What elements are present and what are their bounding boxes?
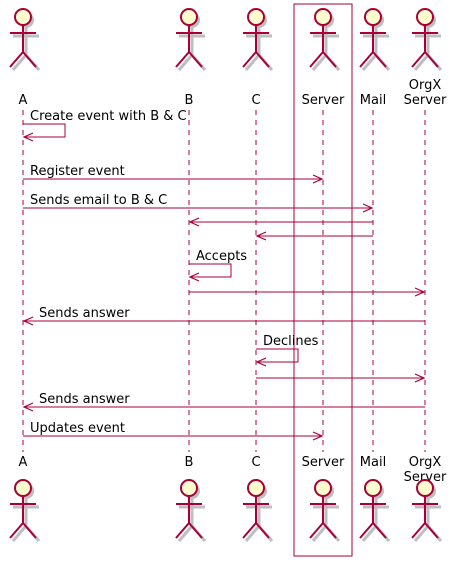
message-9: Declines (255, 334, 319, 367)
message-11-label: Sends answer (39, 392, 130, 407)
actor-c-top-label: C (251, 93, 260, 108)
actor-a-top-icon (9, 8, 41, 71)
message-12-label: Updates event (30, 421, 125, 436)
actor-orgx-bottom-label-2: Server (404, 470, 447, 485)
actor-b-top-icon (175, 8, 207, 71)
actors: AABBCCServerServerMailMailOrgXServerOrgX… (9, 8, 447, 542)
actor-orgx-bottom-label-1: OrgX (409, 455, 442, 470)
message-6-label: Accepts (196, 249, 247, 264)
message-11: Sends answer (22, 392, 425, 412)
actor-mail-bottom-label: Mail (360, 455, 386, 470)
actor-a-bottom-icon (9, 479, 41, 542)
message-7 (189, 287, 426, 297)
actor-b-bottom-icon (175, 479, 207, 542)
actor-server-top-label: Server (302, 93, 345, 108)
message-10 (256, 373, 426, 383)
actor-b-top-label: B (185, 93, 194, 108)
actor-b-bottom-label: B (185, 455, 194, 470)
lifelines (22, 110, 426, 452)
message-1: Create event with B & C (22, 109, 187, 142)
messages: Create event with B & C Register eventSen… (22, 109, 426, 441)
message-2: Register event (23, 164, 324, 184)
actor-orgx-top-icon (411, 8, 443, 71)
message-9-label: Declines (263, 334, 319, 349)
message-8: Sends answer (22, 306, 425, 326)
actor-a-bottom-label: A (19, 455, 28, 470)
actor-orgx-top-label-1: OrgX (409, 78, 442, 93)
message-2-label: Register event (30, 164, 125, 179)
actor-c-bottom-label: C (251, 455, 260, 470)
actor-a-top-label: A (19, 93, 28, 108)
message-3-label: Sends email to B & C (30, 193, 167, 208)
message-1-label: Create event with B & C (30, 109, 187, 124)
server-box (293, 3, 353, 557)
actor-server-bottom-icon (309, 479, 341, 542)
message-8-label: Sends answer (39, 306, 130, 321)
message-5 (255, 231, 373, 241)
actor-orgx-top-label-2: Server (404, 93, 447, 108)
message-4 (188, 217, 373, 227)
actor-orgx-bottom-icon (411, 479, 443, 542)
actor-server-bottom-label: Server (302, 455, 345, 470)
actor-c-bottom-icon (242, 479, 274, 542)
message-3: Sends email to B & C (23, 193, 374, 213)
actor-mail-bottom-icon (359, 479, 391, 542)
actor-server-top-icon (309, 8, 341, 71)
message-12: Updates event (23, 421, 324, 441)
server-box-layer (293, 3, 353, 557)
actor-c-top-icon (242, 8, 274, 71)
actor-mail-top-icon (359, 8, 391, 71)
message-6: Accepts (188, 249, 247, 282)
actor-mail-top-label: Mail (360, 93, 386, 108)
